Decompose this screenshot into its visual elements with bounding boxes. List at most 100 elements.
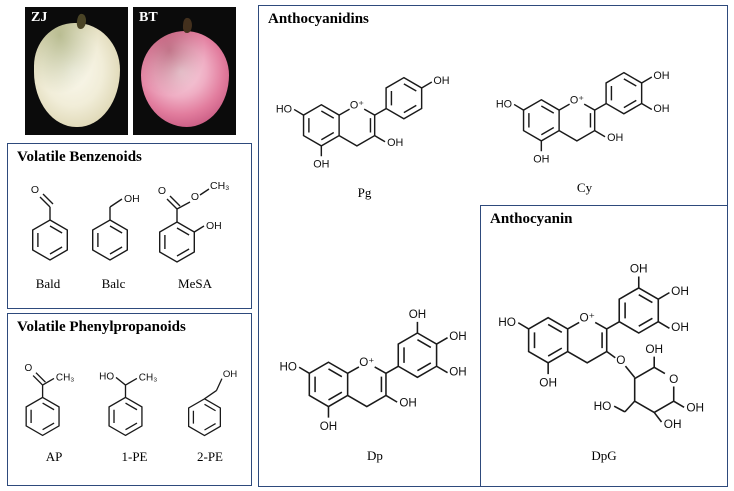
- atom-label-oh: OH: [686, 400, 704, 414]
- atom-label-oh: OH: [206, 220, 222, 232]
- atom-label-oh: OH: [399, 397, 416, 410]
- pyrylium-ring: [338, 108, 376, 147]
- benzene-ring: [618, 287, 660, 334]
- structure-cy: HO O⁺ OH OH OH OH Cy: [492, 40, 677, 196]
- atom-label-ch3: CH₃: [56, 372, 74, 383]
- benzene-ring: [397, 332, 438, 379]
- benzene-ring: [91, 219, 128, 261]
- atom-label-oh: OH: [671, 284, 689, 298]
- structure-ap: O CH₃ AP: [16, 348, 92, 465]
- atom-label-oh: OH: [313, 159, 329, 171]
- atom-label-o-plus: O⁺: [359, 356, 374, 369]
- bonds: [32, 372, 55, 398]
- atom-label-ho: HO: [99, 371, 114, 382]
- atom-label-ho: HO: [276, 104, 292, 116]
- benzene-ring: [605, 71, 643, 115]
- bonds: [204, 378, 223, 400]
- benzene-ring: [522, 99, 560, 142]
- structure-2pe: OH 2-PE: [177, 340, 243, 465]
- atom-label-oh: OH: [653, 70, 669, 82]
- atom-label-oh: OH: [320, 420, 337, 433]
- bonds: [513, 76, 653, 152]
- atom-label-o-plus: O⁺: [570, 94, 584, 106]
- atom-label-ch3: CH₃: [210, 180, 229, 192]
- atom-label-o-plus: O⁺: [579, 311, 594, 325]
- atom-label-oh: OH: [449, 330, 466, 343]
- benzene-ring: [158, 221, 196, 263]
- atom-label-o: O: [31, 184, 39, 196]
- zj-flower-bud: [34, 23, 120, 127]
- balc-structure-drawing: OH: [91, 193, 140, 261]
- structure-caption: DpG: [591, 448, 617, 463]
- benzenoids-structures-row: O Bald OH Balc O O CH₃ OH: [8, 166, 251, 292]
- atom-label-oh: OH: [630, 262, 648, 276]
- 2pe-structure-drawing: OH: [187, 369, 237, 437]
- atom-label-o-ring: O: [669, 372, 678, 386]
- phenylpropanoids-title: Volatile Phenylpropanoids: [17, 319, 186, 335]
- structure-caption: Dp: [367, 448, 383, 463]
- benzene-ring: [32, 219, 69, 261]
- anthocyanidins-title: Anthocyanidins: [268, 11, 369, 27]
- benzene-ring: [302, 104, 340, 147]
- dpg-structure-drawing: HO O⁺ OH O OH OH OH O OH OH OH HO: [498, 262, 704, 432]
- atom-label-oh: OH: [409, 308, 426, 321]
- anthocyanin-title: Anthocyanin: [490, 211, 573, 227]
- atom-label-oh: OH: [124, 193, 140, 205]
- bonds: [293, 81, 433, 157]
- atom-label-oh: OH: [387, 137, 403, 149]
- atom-label-oh: OH: [607, 132, 623, 144]
- structure-caption: AP: [45, 449, 63, 464]
- photo-zj-bud: ZJ: [25, 7, 128, 135]
- atom-label-ch3: CH₃: [138, 372, 156, 383]
- atom-label-ho: HO: [496, 99, 512, 111]
- dp-structure-drawing: HO O⁺ OH OH OH OH OH: [279, 308, 466, 433]
- benzene-ring: [527, 316, 569, 364]
- structure-pg: HO O⁺ OH OH OH Pg: [272, 45, 457, 201]
- atom-label-oh: OH: [645, 342, 663, 356]
- structure-caption: 2-PE: [197, 449, 223, 464]
- atom-label-oh: OH: [223, 369, 237, 380]
- photo-label-bt: BT: [139, 10, 158, 25]
- benzene-ring: [25, 396, 60, 437]
- atom-label-ho: HO: [498, 315, 516, 329]
- bonds: [115, 376, 137, 398]
- bonds: [166, 188, 210, 233]
- benzenoids-title: Volatile Benzenoids: [17, 149, 142, 165]
- atom-label-ho: HO: [279, 361, 296, 374]
- bonds: [108, 198, 122, 220]
- bt-flower-bud: [141, 31, 229, 127]
- bonds: [298, 321, 448, 418]
- structure-dp: HO O⁺ OH OH OH OH OH Dp: [275, 298, 475, 464]
- pg-structure-drawing: HO O⁺ OH OH OH: [276, 75, 450, 171]
- bonds: [39, 193, 54, 220]
- structure-caption: MeSA: [178, 276, 212, 291]
- benzene-ring: [308, 361, 349, 408]
- ap-structure-drawing: O CH₃: [24, 363, 74, 437]
- structure-caption: 1-PE: [121, 449, 148, 464]
- structure-bald: O Bald: [16, 170, 80, 292]
- phenylpropanoids-box: Volatile Phenylpropanoids O CH₃ AP HO CH…: [7, 313, 252, 486]
- structure-caption: Balc: [101, 276, 126, 291]
- phenylpropanoids-structures-row: O CH₃ AP HO CH₃ 1-PE OH: [8, 336, 251, 465]
- structure-caption: Pg: [357, 185, 372, 200]
- atom-label-o: O: [191, 191, 199, 203]
- atom-label-oh: OH: [433, 75, 449, 87]
- atom-label-o-plus: O⁺: [350, 99, 364, 111]
- atom-label-oh: OH: [449, 366, 466, 379]
- structure-caption: Cy: [576, 180, 593, 195]
- benzene-ring: [187, 398, 222, 437]
- atom-label-ho: HO: [594, 399, 612, 413]
- benzene-ring: [385, 76, 423, 120]
- atom-label-o-glycosidic: O: [616, 353, 625, 367]
- atom-label-oh: OH: [671, 320, 689, 334]
- glucose-ring: [613, 356, 685, 423]
- atom-label-o: O: [24, 363, 32, 374]
- atom-label-o: O: [158, 185, 166, 197]
- pyrylium-ring: [347, 366, 387, 408]
- structure-1pe: HO CH₃ 1-PE: [97, 348, 173, 465]
- benzenoids-box: Volatile Benzenoids O Bald OH Balc: [7, 143, 252, 309]
- photo-label-zj: ZJ: [31, 10, 48, 25]
- 1pe-structure-drawing: HO CH₃: [99, 371, 157, 437]
- cy-structure-drawing: HO O⁺ OH OH OH OH: [496, 70, 670, 165]
